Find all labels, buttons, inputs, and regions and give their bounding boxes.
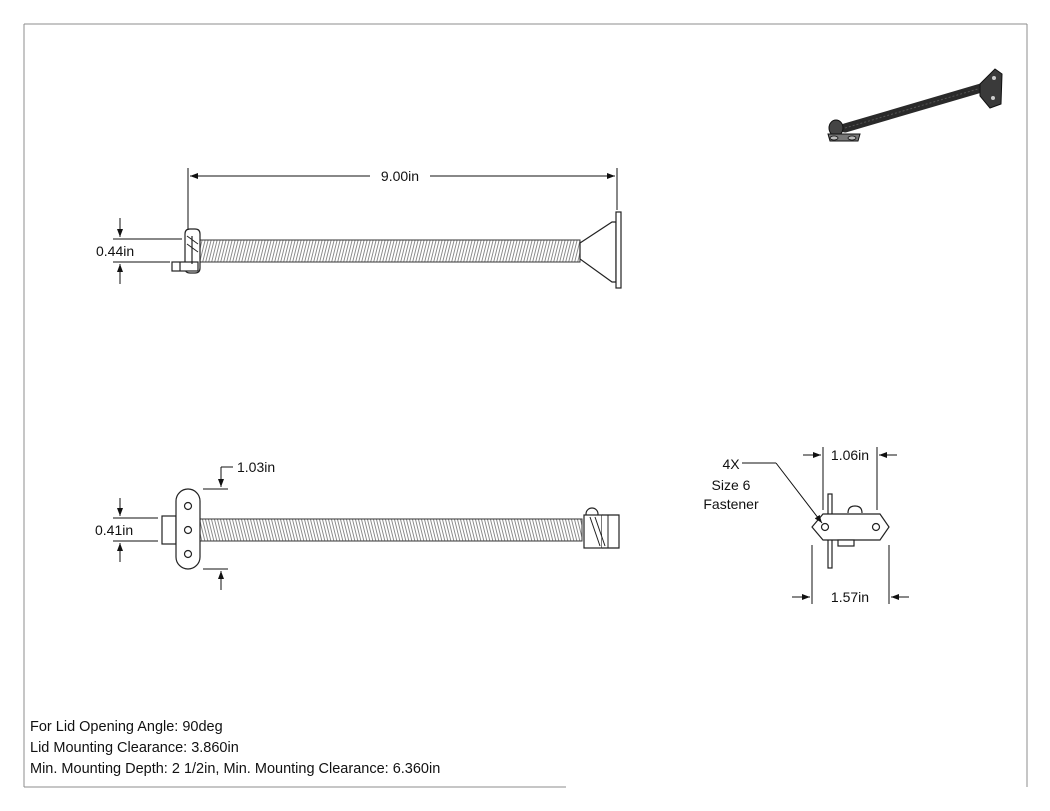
side-view: 4X Size 6 Fastener 1.06in 1.57in [703, 447, 909, 605]
note-line: Lid Mounting Clearance: 3.860in [30, 740, 239, 756]
width-top-dimension [803, 447, 897, 510]
height-dim-label-top: 0.44in [96, 243, 134, 259]
fastener-note-line1: 4X [722, 456, 740, 472]
drawing-notes: For Lid Opening Angle: 90deg Lid Mountin… [30, 717, 440, 780]
sheet-border [23, 23, 1028, 788]
spring-coil [196, 239, 581, 263]
height-dimension-top [113, 218, 182, 284]
height-dim-label-front: 0.41in [95, 522, 133, 538]
width-bottom-dim-label: 1.57in [831, 589, 869, 605]
bracket-plate [161, 488, 201, 570]
fastener-leader [742, 462, 823, 524]
bracket-dim-label: 1.03in [237, 459, 275, 475]
top-view: 9.00in 0.44in [96, 168, 622, 289]
bracket-dimension [203, 466, 233, 590]
front-view: 1.03in 0.41in [95, 459, 620, 590]
fastener-note-line3: Fastener [703, 496, 759, 512]
side-plate [811, 493, 890, 569]
width-top-dim-label: 1.06in [831, 447, 869, 463]
note-line: For Lid Opening Angle: 90deg [30, 719, 223, 735]
clevis-end-front [583, 507, 620, 549]
fastener-note-line2: Size 6 [712, 477, 751, 493]
width-bottom-dimension [792, 545, 909, 604]
height-dimension-front [113, 498, 158, 562]
spring-coil-front [199, 518, 583, 542]
note-line: Min. Mounting Depth: 2 1/2in, Min. Mount… [30, 761, 441, 777]
mount-plate [579, 211, 622, 289]
clevis-end [171, 228, 201, 274]
length-dim-label: 9.00in [381, 168, 419, 184]
length-dimension [187, 168, 618, 230]
isometric-view [827, 68, 1003, 142]
